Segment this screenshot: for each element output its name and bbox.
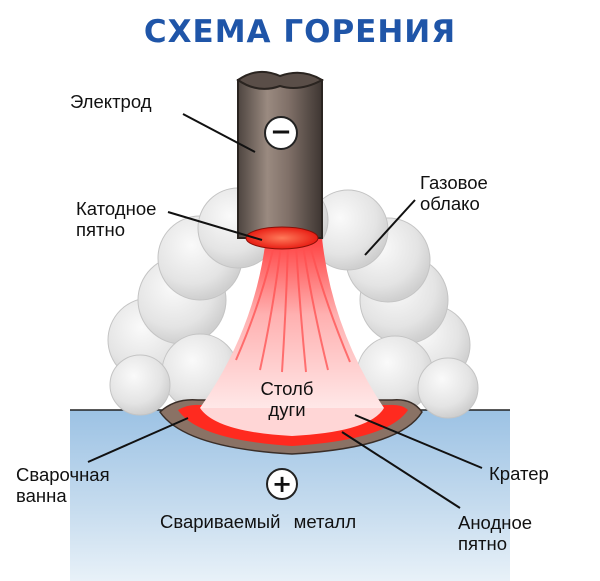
label-weld-pool: Сварочная ванна bbox=[16, 464, 110, 506]
label-cathode-line2: пятно bbox=[76, 219, 126, 240]
label-arc-line2: дуги bbox=[268, 399, 306, 420]
label-electrode-text: Электрод bbox=[70, 91, 152, 112]
label-pool-line2: ванна bbox=[16, 485, 67, 506]
label-metal-word2: металл bbox=[293, 511, 357, 532]
label-base-metal: Свариваемый металл bbox=[160, 511, 356, 532]
positive-circle bbox=[266, 468, 298, 500]
label-cathode-line1: Катодное bbox=[76, 198, 157, 219]
positive-sign: + bbox=[271, 470, 293, 498]
label-gas-line1: Газовое bbox=[420, 172, 488, 193]
label-cathode-spot: Катодное пятно bbox=[76, 198, 156, 240]
negative-sign: − bbox=[270, 117, 292, 147]
label-pool-line1: Сварочная bbox=[16, 464, 110, 485]
label-anode-line1: Анодное bbox=[458, 512, 533, 533]
arc-column bbox=[200, 238, 384, 408]
electrode bbox=[236, 70, 325, 250]
label-gas-line2: облако bbox=[420, 193, 480, 214]
label-metal-word1: Свариваемый bbox=[160, 511, 281, 532]
label-gas-cloud: Газовое облако bbox=[420, 172, 488, 214]
label-crater: Кратер bbox=[489, 463, 549, 484]
diagram-title: СХЕМА ГОРЕНИЯ bbox=[143, 14, 457, 50]
label-electrode: Электрод bbox=[70, 91, 152, 112]
label-arc-column: Столб дуги bbox=[232, 378, 342, 420]
leader-lines bbox=[87, 113, 483, 509]
label-crater-text: Кратер bbox=[489, 463, 549, 484]
label-arc-line1: Столб bbox=[260, 378, 314, 399]
label-anode-spot: Анодное пятно bbox=[458, 512, 532, 554]
label-anode-line2: пятно bbox=[458, 533, 508, 554]
